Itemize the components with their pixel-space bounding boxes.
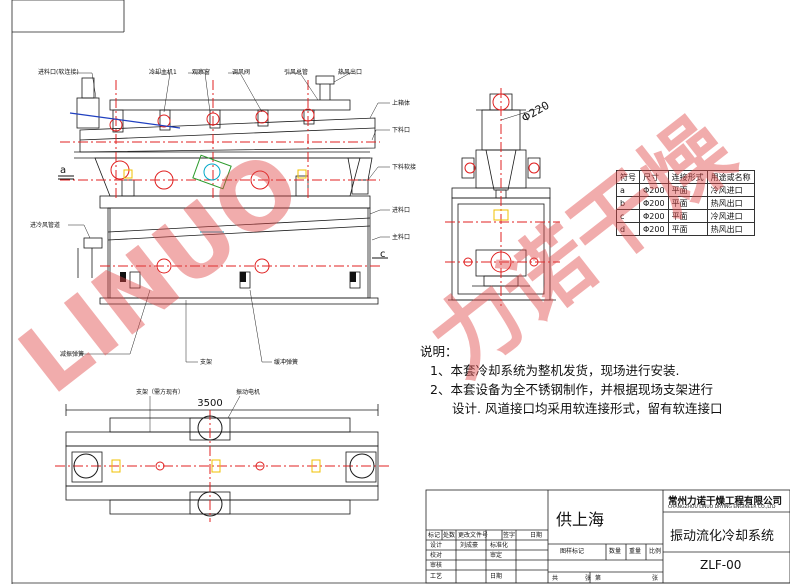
section-marker-a: a [60, 165, 67, 176]
spec-table-header: 符号 尺寸 连接形式 用途或名称 [616, 170, 755, 184]
scale-label: 比例 [649, 548, 662, 555]
rev-header-count: 处数 [443, 532, 456, 539]
label-air-spring: 缓冲弹簧 [274, 359, 299, 366]
label-support: 支架 [200, 359, 213, 366]
label-damper: 调风阀 [232, 69, 251, 76]
company-name-en: CHANGZHOU LINUO DRYING ENGINEER CO.,LTD [668, 505, 776, 510]
label-observation: 观察窗 [192, 69, 211, 76]
label-cold-air-inlet: 进冷风管道 [30, 222, 61, 229]
label-discharge-chute: 下料软接 [392, 164, 417, 171]
spec-table-row: c Φ200 平面 冷风进口 [616, 209, 755, 223]
top-dimension-label: 3500 [197, 398, 222, 409]
leader-lines [68, 72, 390, 363]
section-marker-c: c [380, 249, 386, 260]
stage-mark: 图样标记 [560, 548, 585, 555]
row-design: 设计 [430, 542, 443, 549]
notes-line-1: 1、本套冷却系统为整机发货，现场进行安装. [430, 363, 680, 378]
company-name-cn: 常州力诺干燥工程有限公司 [668, 496, 783, 507]
row-audit: 审核 [430, 562, 443, 569]
weight-label: 重量 [629, 548, 642, 555]
notes-title: 说明： [420, 344, 458, 359]
spec-cell: d [616, 222, 640, 236]
top-view [65, 404, 379, 515]
label-lower-port: 进料口 [392, 207, 411, 214]
rev-header-doc: 更改文件号 [458, 532, 489, 539]
supply-text: 供上海 [556, 510, 605, 529]
front-view [74, 75, 379, 305]
top-view-details [55, 395, 392, 522]
drawing-number: ZLF-00 [700, 558, 742, 572]
qty-label: 数量 [609, 548, 622, 555]
section-markers [58, 175, 388, 259]
label-discharge-port: 下料口 [392, 127, 411, 134]
rev-header-date: 日期 [530, 532, 543, 539]
label-feed-inlet: 进料口(软连接) [38, 69, 79, 76]
label-cooling-main: 冷却主机1 [149, 69, 177, 76]
notes-line-3: 设计. 风道接口均采用软连接形式，留有软连接口 [452, 401, 723, 416]
spec-table-row: b Φ200 平面 热风出口 [616, 196, 755, 210]
spec-table-row: d Φ200 平面 热风出口 [616, 222, 755, 236]
title-block-lines [425, 489, 790, 584]
notes-line-2: 2、本套设备为全不锈钢制作，并根据现场支架进行 [430, 382, 713, 397]
label-exhaust-pipe: 引风总管 [284, 69, 309, 76]
sheet-total: 共 [552, 575, 559, 582]
spec-table: 符号 尺寸 连接形式 用途或名称 a Φ200 平面 冷风进口 b Φ200 平… [616, 170, 755, 236]
rev-header-sign: 签字 [503, 532, 516, 539]
label-top-support: 支架（需方现有） [136, 389, 185, 396]
sheet-label-2: 张 [652, 575, 659, 582]
row-approve-date: 日期 [490, 573, 503, 580]
label-main-port: 主料口 [392, 234, 411, 241]
spec-cell: b [616, 196, 640, 210]
diameter-label: Φ220 [519, 99, 551, 125]
label-hot-air-outlet: 热风出口 [338, 69, 363, 76]
rev-header-mark: 标记 [428, 532, 441, 539]
label-upper-box: 上箱体 [392, 100, 411, 107]
front-view-details [60, 80, 380, 282]
notes-block: 说明： 1、本套冷却系统为整机发货，现场进行安装. 2、本套设备为全不锈钢制作，… [420, 342, 722, 418]
designer-name: 刘成豪 [460, 542, 479, 549]
label-vibration-motor: 振动电机 [236, 389, 261, 396]
drawing-name: 振动流化冷却系统 [670, 529, 775, 544]
row-process: 工艺 [430, 573, 443, 580]
row-standard: 标准化 [490, 542, 509, 549]
side-view-details [445, 88, 560, 306]
spec-cell: 热风出口 [706, 222, 755, 236]
sheet-no: 第 [595, 575, 602, 582]
sheet-label: 张 [585, 575, 592, 582]
label-vibration-spring: 减振弹簧 [60, 351, 85, 358]
row-review: 审定 [490, 552, 503, 559]
row-check: 校对 [430, 552, 443, 559]
